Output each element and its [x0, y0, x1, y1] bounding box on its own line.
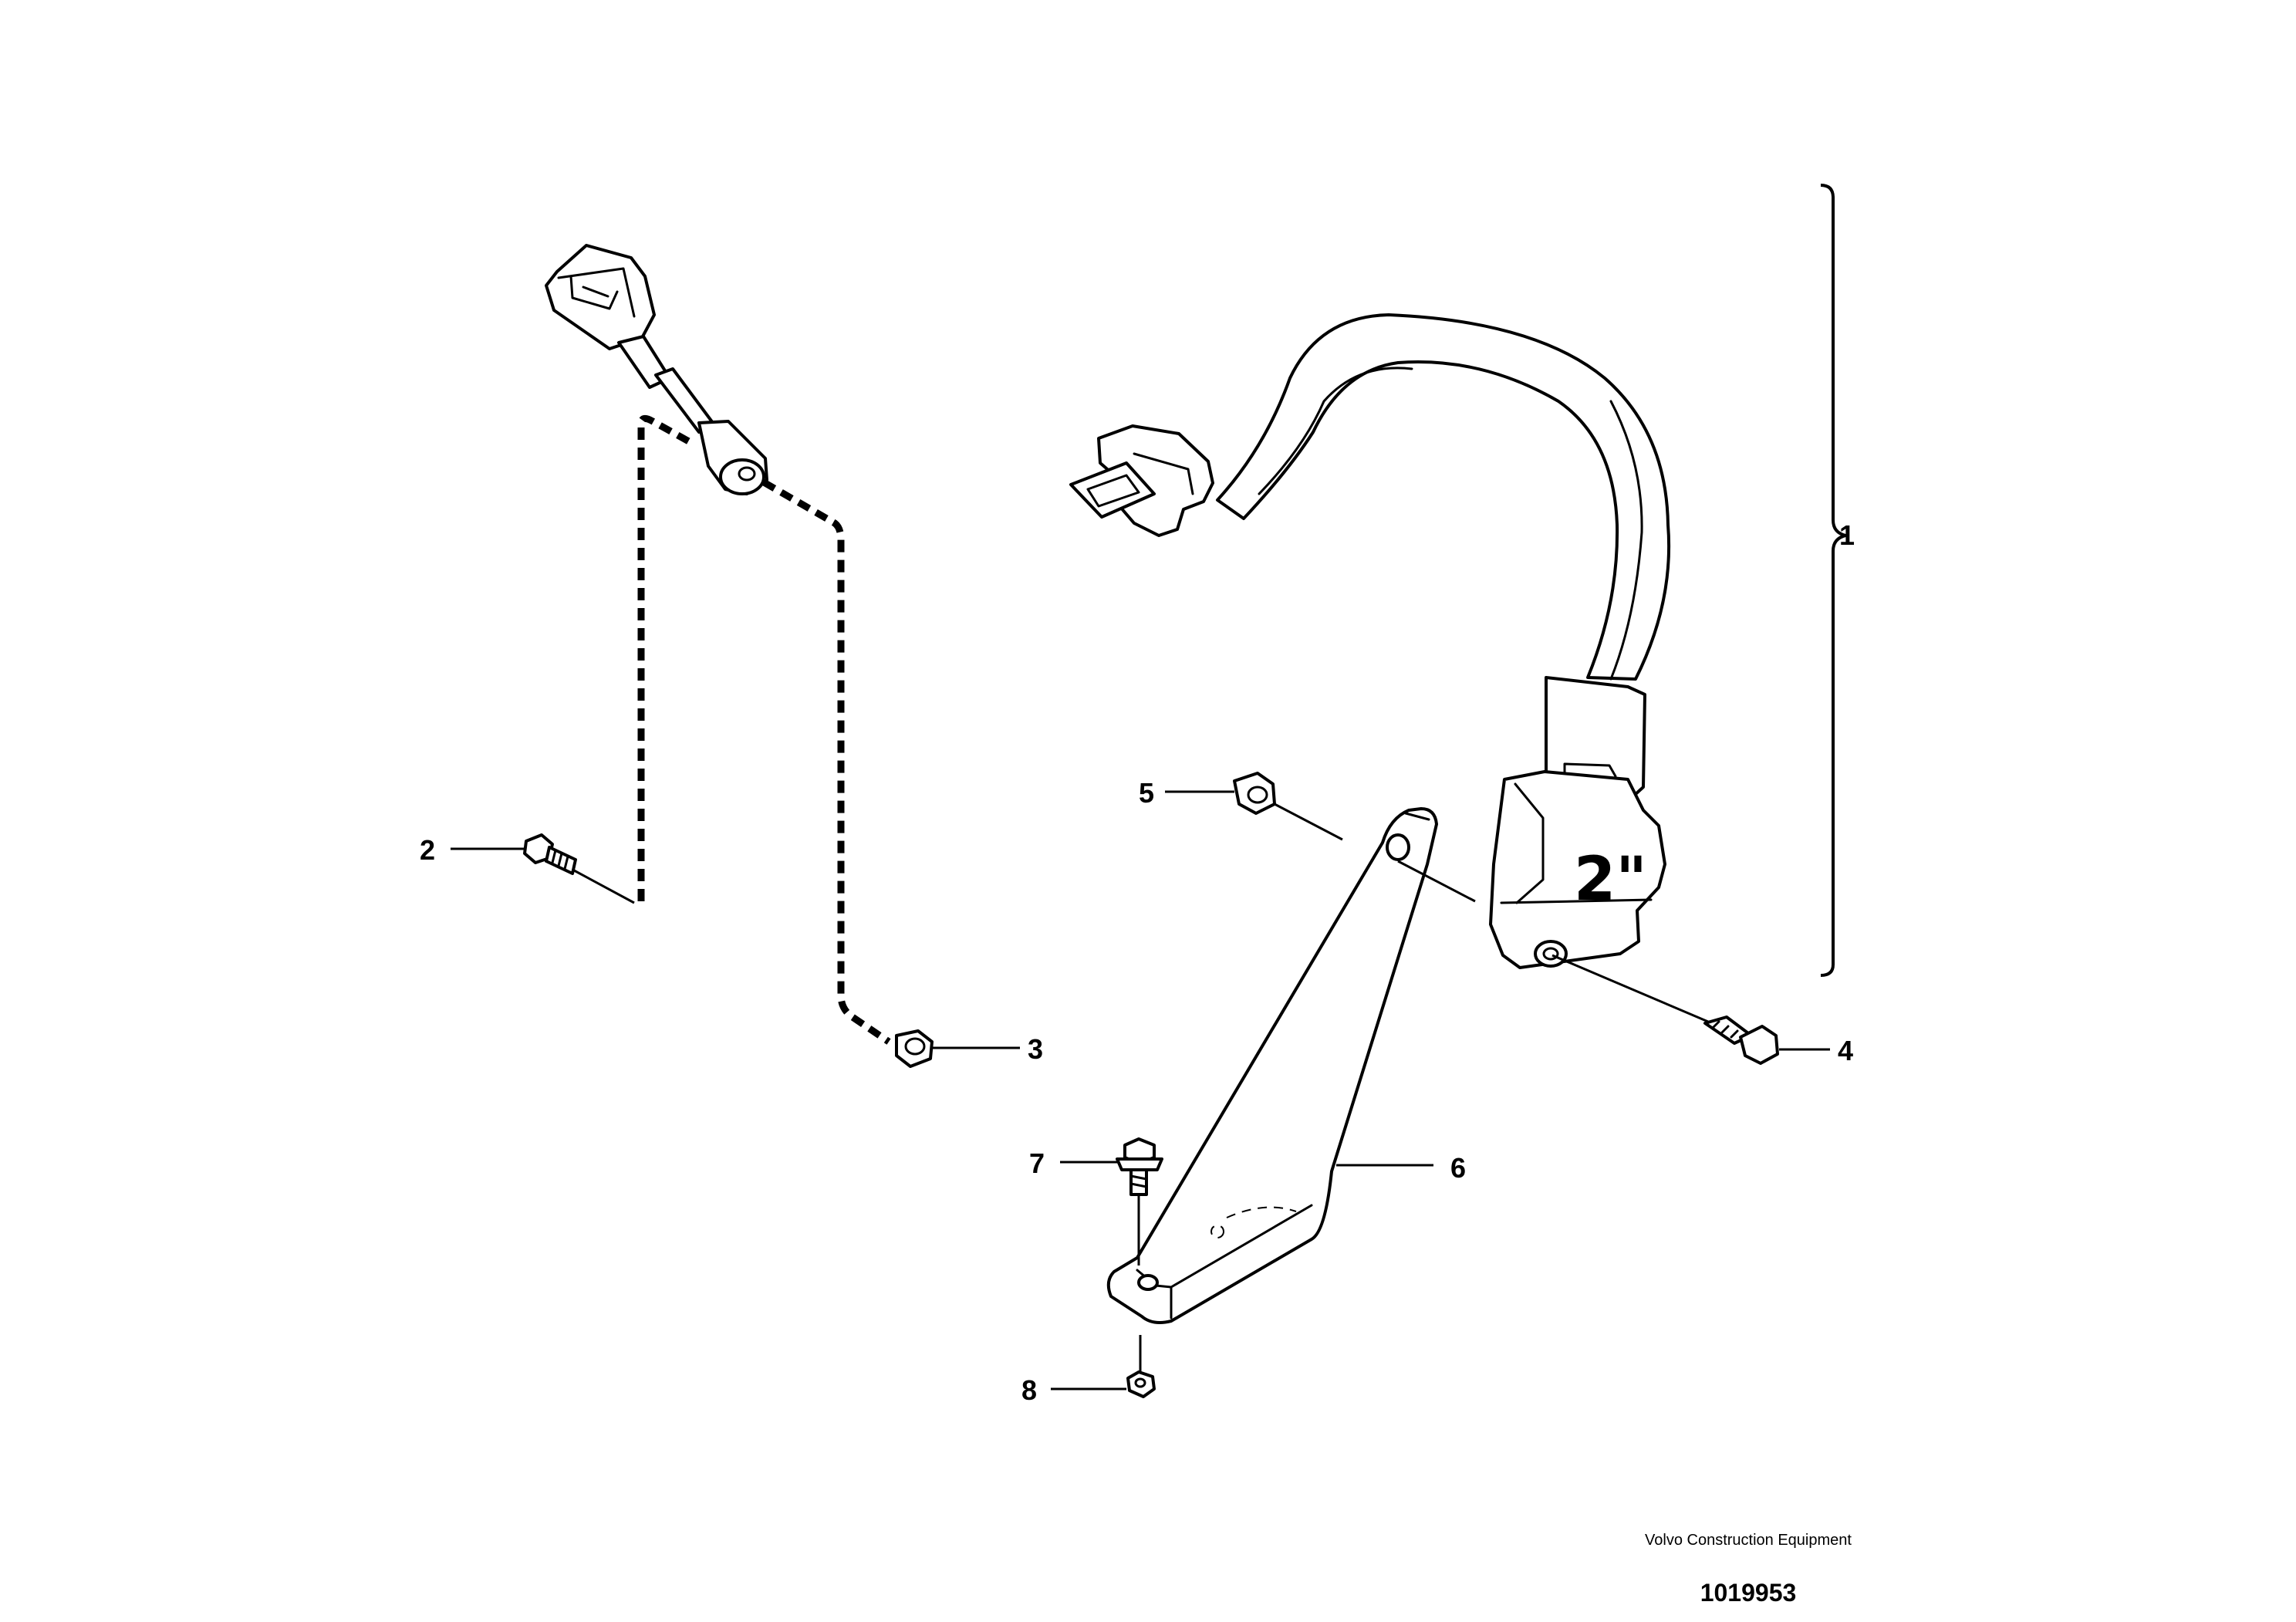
drawing-number: 1019953	[1700, 1579, 1797, 1607]
callout-2: 2	[420, 834, 435, 866]
leader-2-target	[573, 869, 635, 904]
bolt-item-7	[1116, 1137, 1163, 1196]
size-marking: 2"	[1574, 845, 1647, 914]
seat-belt-item-1: 2"	[1069, 313, 1671, 969]
callout-4: 4	[1838, 1035, 1853, 1066]
leader-4-target	[1551, 954, 1709, 1023]
callout-5: 5	[1139, 777, 1154, 809]
assembly-path-nut	[761, 479, 891, 1045]
callout-1: 1	[1839, 519, 1855, 551]
assembly-path-bolt	[637, 415, 697, 901]
buckle-tongue-assembly	[545, 244, 768, 495]
bolt-item-2	[523, 833, 577, 875]
nut-item-8	[1126, 1370, 1156, 1398]
callout-3: 3	[1028, 1033, 1043, 1065]
callout-6: 6	[1450, 1152, 1466, 1184]
publisher-label: Volvo Construction Equipment	[1645, 1532, 1852, 1549]
bracket-item-1	[1820, 184, 1846, 977]
bolt-item-4	[1703, 1015, 1779, 1065]
bracket-item-6	[1106, 807, 1438, 1324]
callout-7: 7	[1029, 1147, 1045, 1179]
leader-5-target	[1274, 803, 1343, 841]
callout-8: 8	[1021, 1374, 1037, 1406]
leader-6-target	[1397, 860, 1476, 903]
nut-item-3	[895, 1029, 934, 1068]
nut-item-5	[1233, 772, 1276, 815]
